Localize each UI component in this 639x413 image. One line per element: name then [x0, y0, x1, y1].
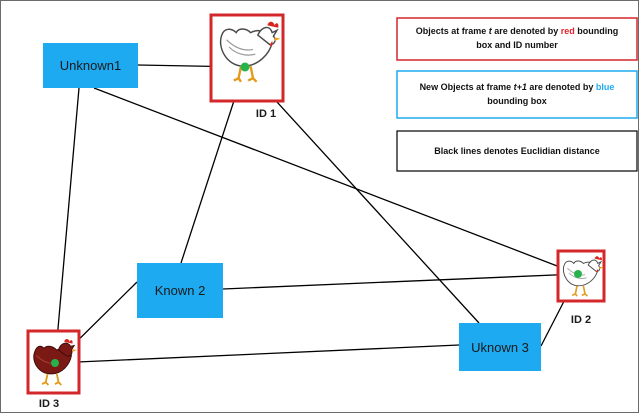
legend-blue-line1: New Objects at frame t+1 are denoted by …: [420, 82, 615, 92]
centroid-id2: [574, 270, 582, 278]
node-unknown3[interactable]: Uknown 3: [459, 323, 541, 371]
id2-label: ID 2: [571, 314, 591, 326]
id1-label: ID 1: [256, 108, 276, 120]
centroid-id1: [240, 62, 250, 72]
line-unknown3-to-id3: [54, 344, 460, 364]
red-box-id1: [209, 13, 285, 103]
distance-lines: [54, 62, 579, 364]
node-unknown3-label: Uknown 3: [471, 340, 529, 355]
centroid-id3: [51, 359, 59, 367]
node-known2-label: Known 2: [155, 283, 206, 298]
id3-label: ID 3: [39, 398, 59, 410]
node-known2[interactable]: Known 2: [137, 263, 223, 318]
node-unknown1[interactable]: Unknown1: [43, 43, 138, 88]
red-box-id3: [26, 329, 81, 395]
legend-red-box: Objects at frame t are denoted by red bo…: [396, 17, 638, 61]
line-unknown1-to-id2: [93, 87, 579, 276]
legend-black-text: Black lines denotes Euclidian distance: [434, 146, 600, 156]
legend-blue-line2: bounding box: [487, 96, 546, 106]
legend-red-line1: Objects at frame t are denoted by red bo…: [416, 26, 619, 36]
line-known2-to-id2: [222, 273, 579, 290]
legend-blue-box: New Objects at frame t+1 are denoted by …: [396, 70, 638, 119]
legend-red-line2: box and ID number: [476, 40, 558, 50]
line-unknown3-to-id1: [244, 66, 480, 324]
legend-black-box: Black lines denotes Euclidian distance: [396, 130, 638, 172]
node-unknown1-label: Unknown1: [60, 58, 121, 73]
line-unknown1-to-id3: [54, 87, 80, 364]
